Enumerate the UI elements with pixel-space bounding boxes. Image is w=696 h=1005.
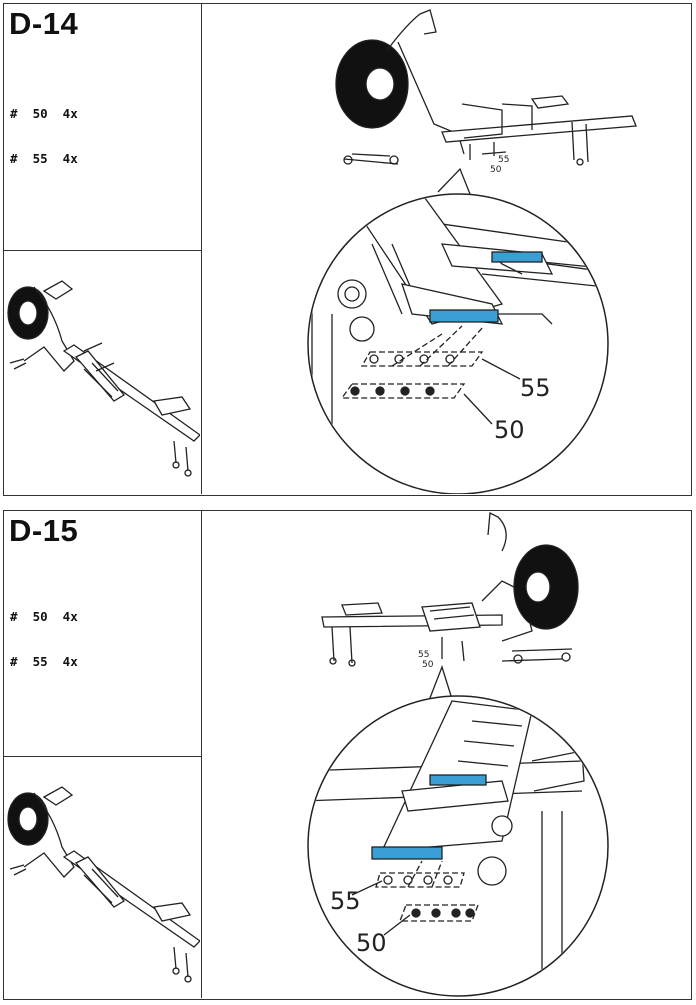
- callout-50: 50: [356, 929, 387, 957]
- assembly-illustration: 55 50: [307, 511, 609, 997]
- part-line-50: # 50 4x: [10, 609, 78, 624]
- detail-zoom-circle: 55 50: [307, 193, 609, 494]
- callout-55: 55: [330, 887, 361, 915]
- step-info-box: D-14 # 50 4x # 55 4x: [4, 4, 202, 250]
- detail-zoom-circle: 55 50: [307, 695, 609, 997]
- small-callout-50: 50: [422, 660, 434, 670]
- callout-55: 55: [520, 374, 551, 402]
- step-title: D-15: [9, 513, 79, 548]
- highlight-bracket-bottom: [429, 309, 499, 323]
- small-callout-55: 55: [498, 155, 509, 165]
- highlight-bracket-bottom: [371, 846, 443, 860]
- highlight-bracket-top: [429, 774, 487, 786]
- rower-thumbnail-drawing: [7, 280, 200, 477]
- overview-thumbnail: [4, 756, 202, 998]
- step-title: D-14: [9, 6, 79, 41]
- rower-thumbnail-drawing: [7, 786, 200, 983]
- step-info-box: D-15 # 50 4x # 55 4x: [4, 511, 202, 756]
- highlight-bracket-top: [491, 251, 543, 263]
- step-d15-panel: D-15 # 50 4x # 55 4x: [3, 510, 692, 1000]
- small-callout-55: 55: [418, 650, 429, 660]
- assembly-drawing-area: 55 50: [202, 511, 691, 999]
- parts-list: # 50 4x # 55 4x: [10, 76, 78, 196]
- overview-thumbnail: [4, 250, 202, 494]
- part-line-55: # 55 4x: [10, 654, 78, 669]
- small-callout-50: 50: [490, 165, 502, 175]
- callout-50: 50: [494, 416, 525, 444]
- step-d14-panel: D-14 # 50 4x # 55 4x: [3, 3, 692, 496]
- assembly-illustration: 55 50: [307, 9, 637, 494]
- part-line-55: # 55 4x: [10, 151, 78, 166]
- assembly-drawing-area: 55 50: [202, 4, 691, 495]
- parts-list: # 50 4x # 55 4x: [10, 579, 78, 699]
- part-line-50: # 50 4x: [10, 106, 78, 121]
